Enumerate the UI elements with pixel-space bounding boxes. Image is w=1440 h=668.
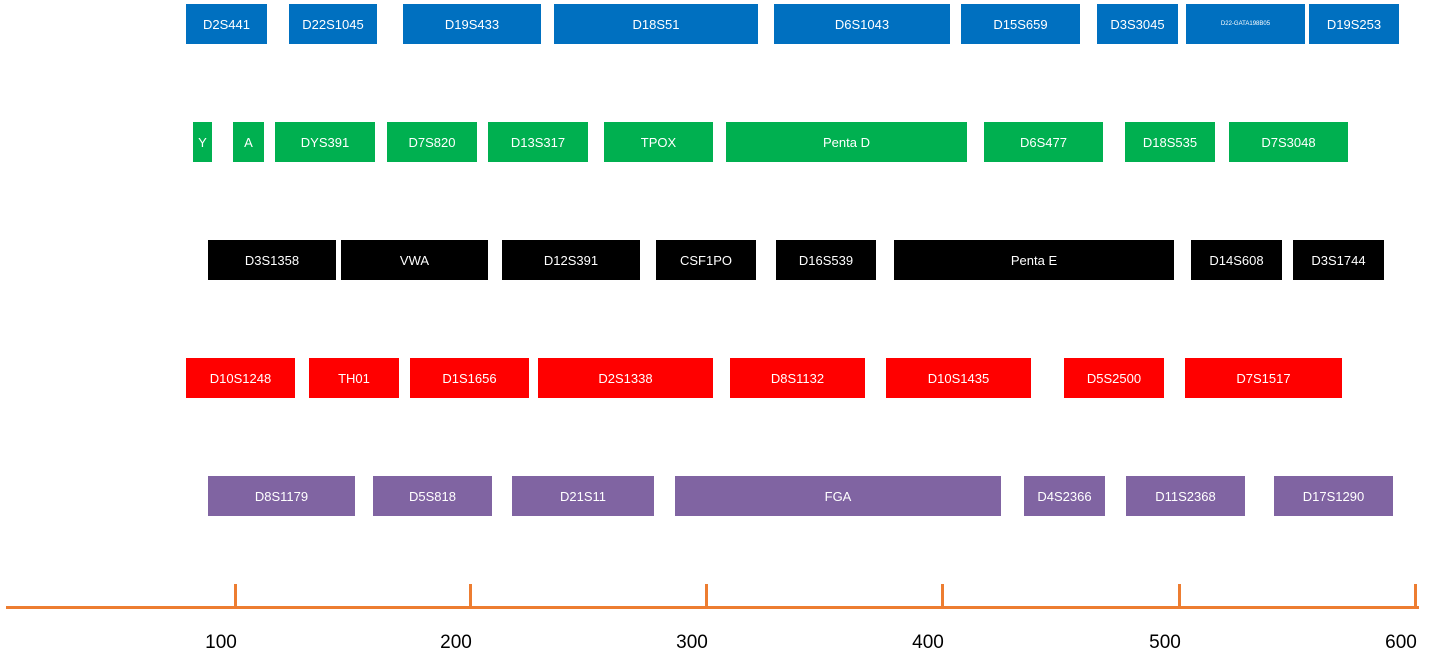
axis-tick-100 xyxy=(234,584,237,608)
marker-d19s253: D19S253 xyxy=(1309,4,1399,44)
axis-tick-400 xyxy=(941,584,944,608)
marker-d2s441: D2S441 xyxy=(186,4,267,44)
marker-d11s2368: D11S2368 xyxy=(1126,476,1245,516)
marker-d12s391: D12S391 xyxy=(502,240,640,280)
axis-tick-200 xyxy=(469,584,472,608)
marker-d13s317: D13S317 xyxy=(488,122,588,162)
axis-tick-300 xyxy=(705,584,708,608)
marker-d7s3048: D7S3048 xyxy=(1229,122,1348,162)
marker-d3s3045: D3S3045 xyxy=(1097,4,1178,44)
marker-a: A xyxy=(233,122,264,162)
axis-tick-label-600: 600 xyxy=(1385,632,1417,653)
marker-d21s11: D21S11 xyxy=(512,476,654,516)
marker-d7s820: D7S820 xyxy=(387,122,477,162)
marker-d3s1358: D3S1358 xyxy=(208,240,336,280)
marker-d7s1517: D7S1517 xyxy=(1185,358,1342,398)
marker-d8s1132: D8S1132 xyxy=(730,358,865,398)
marker-tpox: TPOX xyxy=(604,122,713,162)
marker-d8s1179: D8S1179 xyxy=(208,476,355,516)
marker-th01: TH01 xyxy=(309,358,399,398)
marker-d10s1435: D10S1435 xyxy=(886,358,1031,398)
axis-tick-label-500: 500 xyxy=(1149,632,1181,653)
axis-tick-label-300: 300 xyxy=(676,632,708,653)
marker-d18s535: D18S535 xyxy=(1125,122,1215,162)
axis-tick-label-400: 400 xyxy=(912,632,944,653)
marker-d3s1744: D3S1744 xyxy=(1293,240,1384,280)
marker-penta-e: Penta E xyxy=(894,240,1174,280)
marker-d14s608: D14S608 xyxy=(1191,240,1282,280)
marker-d15s659: D15S659 xyxy=(961,4,1080,44)
marker-d19s433: D19S433 xyxy=(403,4,541,44)
marker-d22s1045: D22S1045 xyxy=(289,4,377,44)
marker-d6s477: D6S477 xyxy=(984,122,1103,162)
marker-csf1po: CSF1PO xyxy=(656,240,756,280)
marker-d6s1043: D6S1043 xyxy=(774,4,950,44)
marker-d1s1656: D1S1656 xyxy=(410,358,529,398)
marker-d17s1290: D17S1290 xyxy=(1274,476,1393,516)
marker-d16s539: D16S539 xyxy=(776,240,876,280)
marker-penta-d: Penta D xyxy=(726,122,967,162)
marker-d4s2366: D4S2366 xyxy=(1024,476,1105,516)
marker-d5s818: D5S818 xyxy=(373,476,492,516)
axis-tick-label-200: 200 xyxy=(440,632,472,653)
marker-vwa: VWA xyxy=(341,240,488,280)
marker-y: Y xyxy=(193,122,212,162)
marker-d18s51: D18S51 xyxy=(554,4,758,44)
marker-d2s1338: D2S1338 xyxy=(538,358,713,398)
marker-fga: FGA xyxy=(675,476,1001,516)
axis-tick-label-100: 100 xyxy=(205,632,237,653)
size-axis-line xyxy=(6,606,1419,609)
marker-dys391: DYS391 xyxy=(275,122,375,162)
axis-tick-600 xyxy=(1414,584,1417,608)
marker-d22-gata198b05: D22-GATA198B05 xyxy=(1186,4,1305,44)
axis-tick-500 xyxy=(1178,584,1181,608)
marker-d5s2500: D5S2500 xyxy=(1064,358,1164,398)
marker-d10s1248: D10S1248 xyxy=(186,358,295,398)
